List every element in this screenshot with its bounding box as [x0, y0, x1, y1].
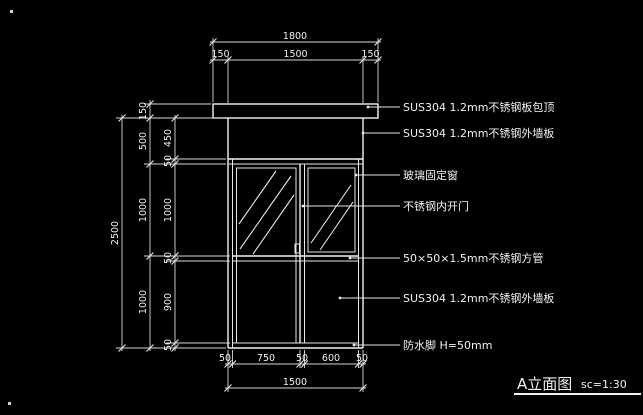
dim-tick	[224, 56, 232, 64]
callout-waterproof-base: 防水脚 H=50mm	[352, 338, 492, 352]
dim-text-left-overall: 2500	[110, 221, 121, 245]
callout-cap: SUS304 1.2mm不锈钢板包顶	[366, 100, 554, 114]
dim-tick	[228, 360, 237, 368]
dim-text-left-mid: 1000	[138, 290, 149, 314]
callout-label: 玻璃固定窗	[403, 168, 458, 182]
dim-tick	[146, 114, 154, 122]
callout-square-tube: 50×50×1.5mm不锈钢方管	[348, 251, 543, 265]
dim-text-left-inner: 900	[163, 293, 174, 311]
callout-inward-door: 不锈钢内开门	[301, 199, 469, 213]
fixed-window-pane	[307, 167, 356, 253]
dim-text-left-mid: 150	[138, 102, 149, 120]
dim-text-left-inner: 1000	[163, 198, 174, 222]
callout-label: SUS304 1.2mm不锈钢板包顶	[403, 100, 554, 114]
dim-text-left-inner: 50	[163, 339, 174, 351]
corner-mark	[8, 402, 11, 405]
dim-tick	[224, 360, 232, 368]
drawing-title: A立面图	[517, 375, 572, 393]
dim-tick	[146, 160, 154, 168]
dim-text-top-seg: 150	[211, 49, 229, 60]
door-leaf	[236, 167, 297, 344]
dim-tick	[171, 155, 179, 163]
dim-tick	[171, 257, 179, 265]
callout-label: SUS304 1.2mm不锈钢外墙板	[403, 126, 554, 140]
dim-text-bottom-seg: 750	[257, 353, 275, 364]
dim-tick	[209, 56, 217, 64]
dim-tick	[171, 160, 179, 168]
dim-text-top-seg: 1500	[283, 49, 307, 60]
dim-text-left-inner: 50	[163, 252, 174, 264]
callout-label: 不锈钢内开门	[403, 199, 469, 213]
dim-text-bottom-seg: 600	[322, 353, 340, 364]
glass-hatch-line	[319, 201, 354, 251]
door-handle	[294, 243, 300, 254]
dim-text-bottom-seg: 50	[219, 353, 231, 364]
dim-tick	[171, 114, 179, 122]
dim-tick	[374, 56, 382, 64]
callout-fixed-glass-window: 玻璃固定窗	[354, 168, 458, 182]
dim-tick	[296, 360, 304, 368]
dim-text-bottom-seg: 50	[296, 353, 308, 364]
dim-tick	[146, 344, 154, 352]
dim-tick	[118, 114, 126, 122]
callout-lower-wall-panel: SUS304 1.2mm不锈钢外墙板	[338, 291, 554, 305]
callout-label: 防水脚 H=50mm	[403, 338, 492, 352]
corner-mark	[10, 10, 13, 13]
dim-tick	[146, 100, 154, 108]
dim-text-left-inner: 450	[163, 129, 174, 147]
dim-tick	[224, 384, 232, 392]
dim-tick	[354, 360, 363, 368]
dim-text-bottom-seg: 50	[356, 353, 368, 364]
dim-tick	[171, 339, 179, 347]
callout-label: 50×50×1.5mm不锈钢方管	[403, 251, 543, 265]
dim-tick	[209, 38, 217, 46]
glass-hatch-line	[252, 194, 295, 255]
dim-tick	[374, 38, 382, 46]
cap-panel	[212, 103, 379, 119]
dim-text-top-overall: 1800	[283, 31, 307, 42]
callout-label: SUS304 1.2mm不锈钢外墙板	[403, 291, 554, 305]
callout-upper-wall-panel: SUS304 1.2mm不锈钢外墙板	[361, 126, 554, 140]
dim-tick	[171, 344, 179, 352]
dim-text-top-seg: 150	[361, 49, 379, 60]
dim-text-left-mid: 500	[138, 132, 149, 150]
glass-hatch-line	[238, 170, 277, 225]
dim-text-left-inner: 50	[163, 155, 174, 167]
dim-text-left-mid: 1000	[138, 198, 149, 222]
dim-tick	[359, 384, 367, 392]
dim-tick	[359, 360, 367, 368]
dim-tick	[359, 56, 367, 64]
dim-tick	[146, 252, 154, 260]
dim-tick	[118, 344, 126, 352]
dim-tick	[171, 252, 179, 260]
dim-tick	[300, 360, 309, 368]
drawing-scale: sc=1:30	[581, 378, 627, 391]
glass-hatch-line	[239, 175, 292, 250]
dim-text-bottom-overall: 1500	[283, 377, 307, 388]
glass-hatch-line	[310, 184, 352, 244]
